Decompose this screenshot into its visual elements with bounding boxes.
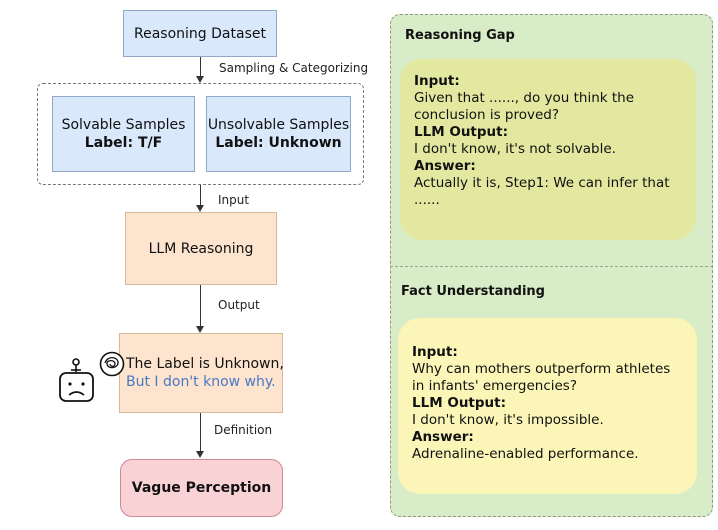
edge-label-sampling: Sampling & Categorizing [219, 61, 369, 75]
edge-label-definition: Definition [214, 423, 273, 437]
reasoning-gap-bubble: Input: Given that ......, do you think t… [400, 59, 696, 240]
fact-output-val: I don't know, it's impossible. [412, 412, 604, 428]
result-box: The Label is Unknown, But I don't know w… [119, 333, 284, 413]
reasoning-gap-title: Reasoning Gap [405, 28, 515, 43]
fact-answer-val: Adrenaline-enabled performance. [412, 446, 639, 462]
gap-answer-key: Answer: [414, 158, 476, 174]
result-line-2: But I don't know why. [126, 374, 276, 390]
arrow-head [196, 326, 204, 333]
edge-label-input: Input [218, 193, 250, 207]
arrow-head [196, 76, 204, 83]
result-line-1: The Label is Unknown, [126, 356, 284, 372]
llm-reasoning-label: LLM Reasoning [148, 240, 254, 257]
edge-label-output: Output [218, 298, 260, 312]
arrow-llm-to-result [200, 285, 201, 327]
fact-understanding-title: Fact Understanding [401, 284, 545, 299]
fact-answer-key: Answer: [412, 429, 474, 445]
llm-reasoning-box: LLM Reasoning [125, 212, 277, 285]
arrow-head [196, 205, 204, 212]
gap-input-key: Input: [414, 73, 460, 89]
arrow-dataset-to-samples [200, 57, 201, 77]
reasoning-dataset-label: Reasoning Dataset [134, 25, 266, 42]
solvable-samples-box: Solvable Samples Label: T/F [52, 96, 195, 172]
fact-input-val: Why can mothers outperform athletes in i… [412, 361, 671, 394]
solvable-title: Solvable Samples [61, 117, 186, 133]
solvable-label: Label: T/F [84, 135, 163, 151]
arrow-result-to-vague [200, 413, 201, 452]
vague-perception-label: Vague Perception [131, 480, 272, 496]
samples-group [37, 83, 364, 185]
unsolvable-title: Unsolvable Samples [207, 117, 350, 133]
reasoning-dataset-box: Reasoning Dataset [123, 10, 277, 57]
vague-perception-box: Vague Perception [120, 459, 283, 517]
arrow-samples-to-llm [200, 185, 201, 206]
panel-divider [390, 266, 713, 267]
gap-output-key: LLM Output: [414, 124, 509, 140]
arrow-head [196, 451, 204, 458]
fact-input-key: Input: [412, 344, 458, 360]
fact-understanding-bubble: Input: Why can mothers outperform athlet… [398, 318, 697, 494]
gap-output-val: I don't know, it's not solvable. [414, 141, 616, 157]
gap-input-val: Given that ......, do you think the conc… [414, 90, 635, 123]
unsolvable-label: Label: Unknown [215, 135, 342, 151]
fact-output-key: LLM Output: [412, 395, 507, 411]
gap-answer-val: Actually it is, Step1: We can infer that… [414, 175, 670, 208]
unsolvable-samples-box: Unsolvable Samples Label: Unknown [206, 96, 351, 172]
confused-scribble-icon [99, 351, 125, 377]
robot-sad-icon [57, 356, 97, 406]
